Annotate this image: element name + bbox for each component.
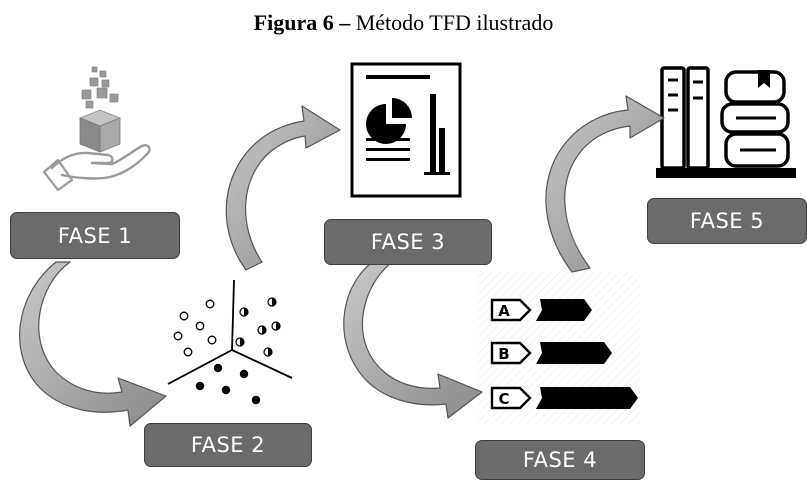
rating-letter-b: B — [498, 345, 509, 363]
phase-1-label: FASE 1 — [10, 212, 180, 259]
rating-row-a: A — [490, 298, 592, 322]
rating-row-b: B — [490, 341, 612, 365]
arrow-fase3-to-fase4 — [343, 261, 483, 419]
arrow-fase4-to-fase5 — [545, 95, 665, 273]
arrow-fase1-to-fase2 — [19, 261, 167, 427]
phase-4-label: FASE 4 — [475, 440, 645, 480]
hand-cubes-icon — [42, 66, 151, 192]
report-document-icon — [350, 62, 462, 198]
rating-row-c: C — [490, 386, 638, 410]
figure-title: Figura 6 – Método TFD ilustrado — [0, 10, 807, 36]
arrow-fase2-to-fase3 — [225, 105, 341, 271]
phase-3-label: FASE 3 — [324, 219, 492, 265]
flow-arrows — [19, 95, 665, 427]
phase-5-label: FASE 5 — [647, 198, 807, 244]
rating-letter-c: C — [498, 390, 509, 408]
figure-number: Figura 6 – — [253, 10, 351, 35]
figure-caption: Método TFD ilustrado — [350, 10, 554, 35]
phase-2-label: FASE 2 — [144, 423, 312, 467]
rating-bars-icon: A B C — [478, 272, 640, 424]
books-shelf-icon — [656, 66, 796, 178]
rating-letter-a: A — [498, 302, 510, 320]
clustering-icon — [167, 279, 293, 405]
